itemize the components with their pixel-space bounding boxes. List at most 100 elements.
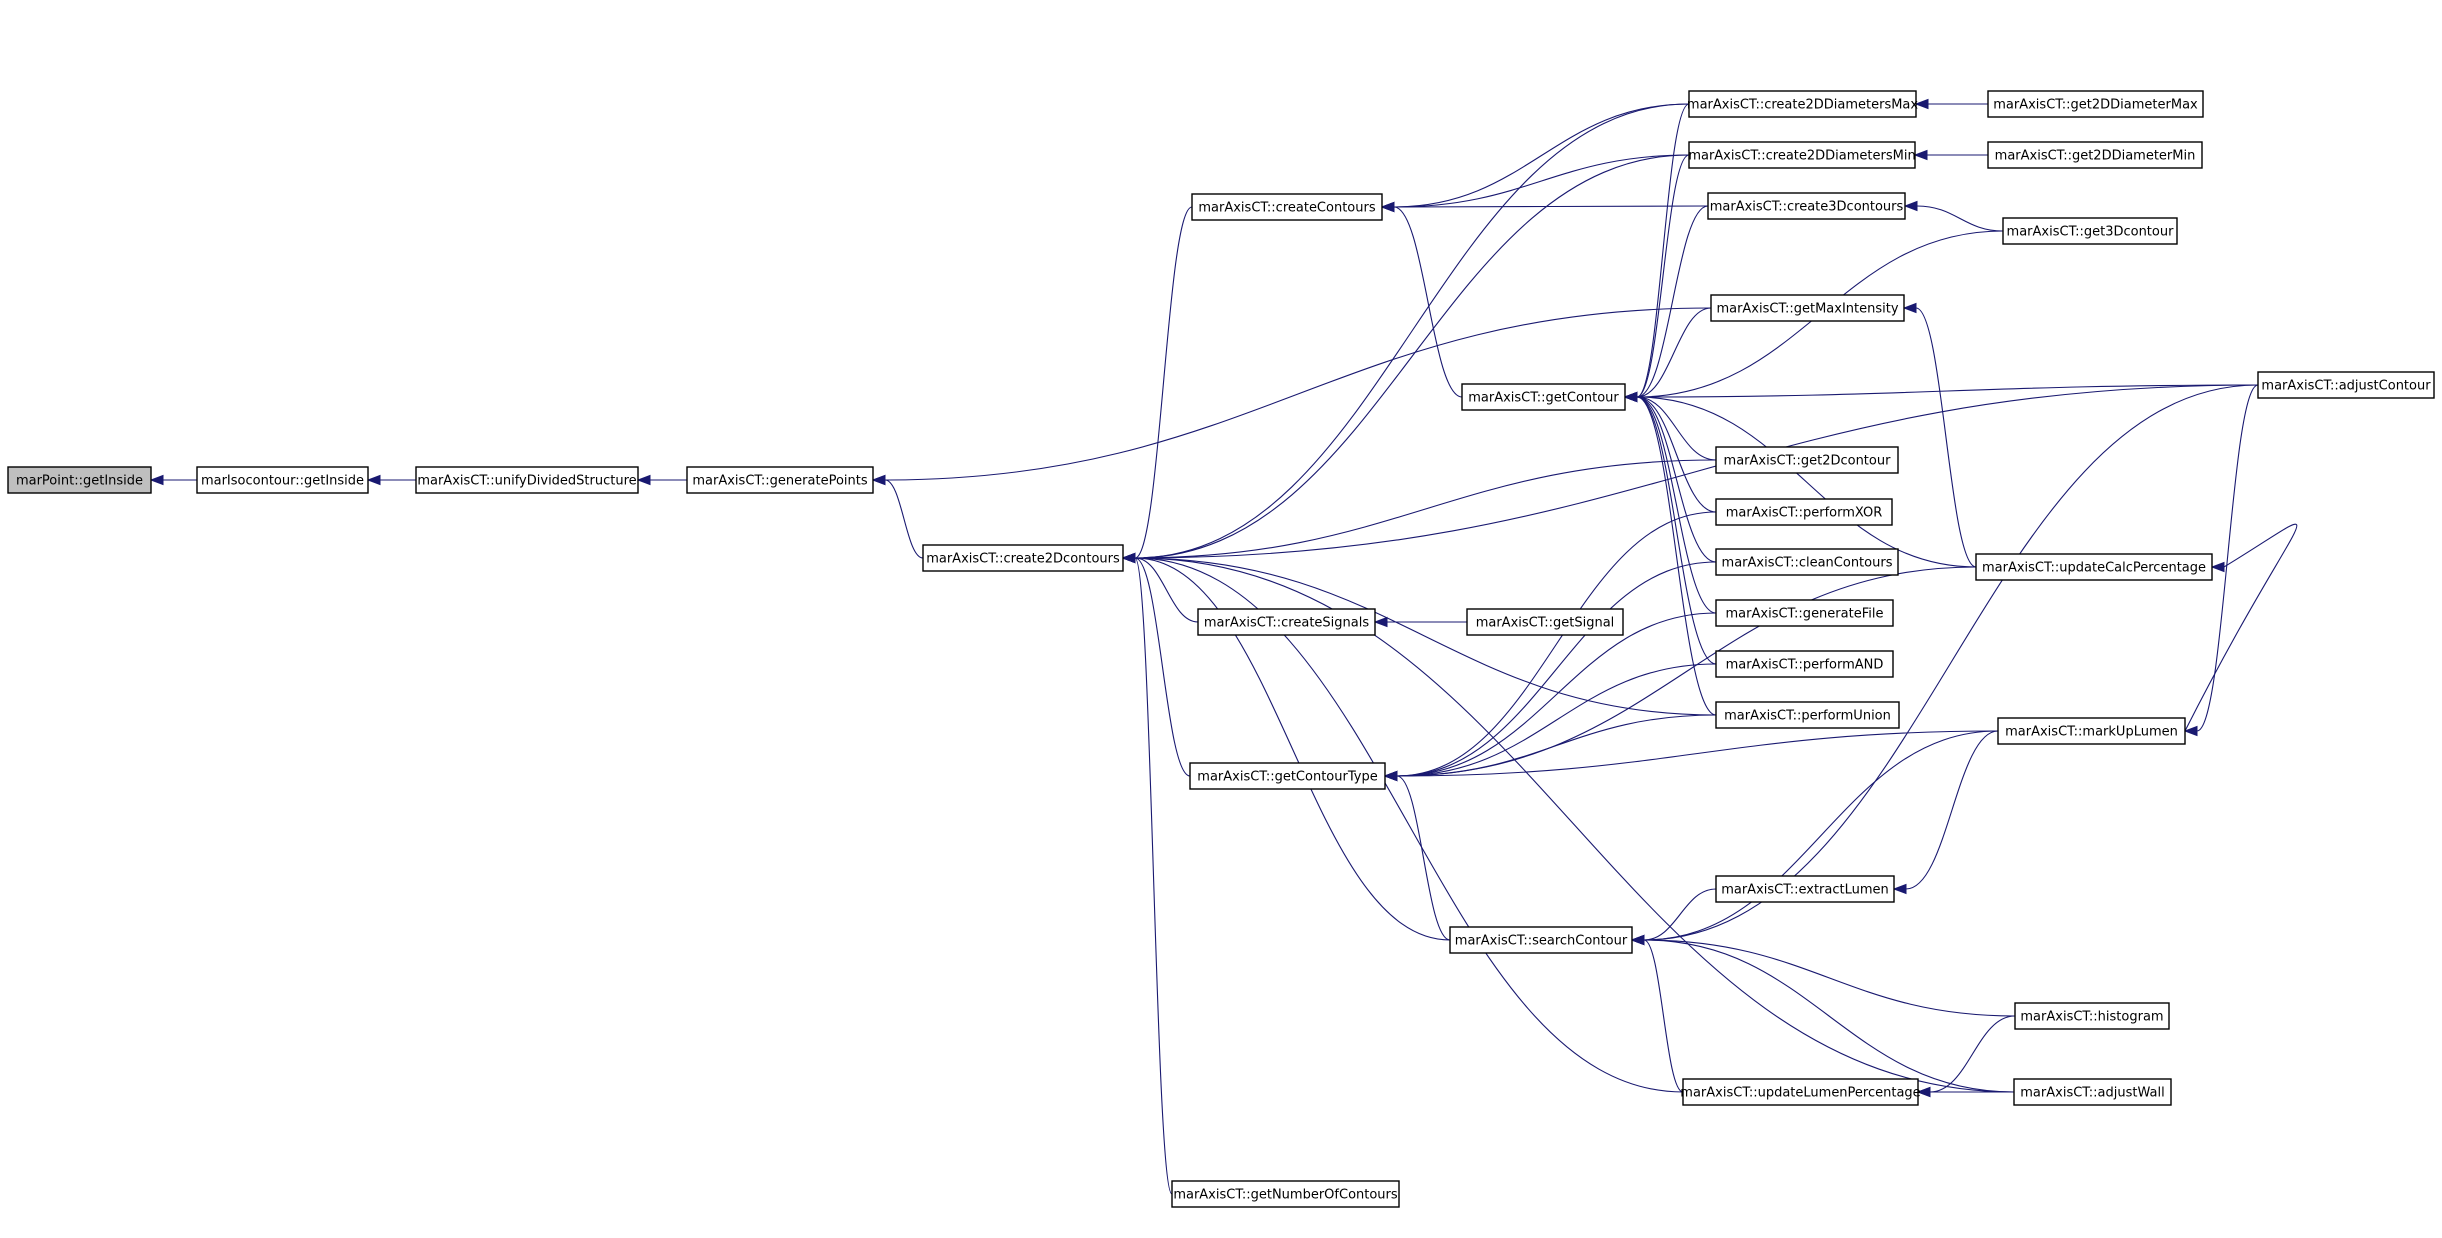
- node-maraxisct-create2dcontours[interactable]: marAxisCT::create2Dcontours: [922, 544, 1124, 572]
- edge-n17-to-n7: [1383, 612, 1717, 782]
- node-maraxisct-getmaxintensity[interactable]: marAxisCT::getMaxIntensity: [1710, 294, 1905, 322]
- node-label: marAxisCT::getContour: [1468, 391, 1619, 406]
- node-maraxisct-create3dcontours[interactable]: marAxisCT::create3Dcontours: [1707, 192, 1906, 220]
- node-maraxisct-get2ddiametermax[interactable]: marAxisCT::get2DDiameterMax: [1987, 90, 2204, 118]
- arrowhead: [1623, 391, 1638, 403]
- node-maraxisct-createsignals[interactable]: marAxisCT::createSignals: [1197, 608, 1376, 636]
- node-label: marAxisCT::createContours: [1198, 201, 1375, 216]
- edge-n4-to-n3: [871, 474, 924, 559]
- edge-n31-to-n4: [1121, 384, 2259, 564]
- edge-n5-to-n4: [1121, 206, 1193, 564]
- edge-n13-to-n5: [1380, 201, 1463, 398]
- edge-line: [1915, 307, 1977, 568]
- node-box: [1466, 608, 1624, 636]
- node-label: marAxisCT::adjustWall: [2020, 1086, 2164, 1101]
- node-label: marAxisCT::get2Dcontour: [1724, 454, 1892, 469]
- edge-line: [1134, 103, 1690, 559]
- node-maraxisct-markuplumen[interactable]: marAxisCT::markUpLumen: [1997, 717, 2186, 745]
- node-label: marIsocontour::getInside: [201, 474, 364, 489]
- arrowhead: [366, 474, 381, 486]
- edge-line: [1929, 1015, 2016, 1093]
- node-maraxisct-extractlumen[interactable]: marAxisCT::extractLumen: [1715, 875, 1895, 903]
- edge-n14-to-n13: [1623, 391, 1717, 461]
- arrowhead: [1630, 934, 1645, 946]
- node-maraxisct-updatecalcpercentage[interactable]: marAxisCT::updateCalcPercentage: [1975, 553, 2213, 581]
- edge-line: [1636, 396, 1717, 716]
- node-box: [2257, 371, 2435, 399]
- edge-n14-to-n4: [1121, 459, 1717, 564]
- arrowhead: [1373, 616, 1388, 628]
- node-box: [1189, 762, 1386, 790]
- edge-line: [1134, 459, 1717, 559]
- node-maraxisct-generatepoints[interactable]: marAxisCT::generatePoints: [686, 466, 874, 494]
- node-box: [1715, 446, 1899, 474]
- edge-n12-to-n3: [871, 307, 1712, 486]
- node-layer: marPoint::getInside marIsocontour::getIns…: [7, 90, 2435, 1208]
- node-maraxisct-get3dcontour[interactable]: marAxisCT::get3Dcontour: [2002, 217, 2178, 245]
- node-box: [1715, 875, 1895, 903]
- edge-n24-to-n9: [1914, 98, 1988, 110]
- node-box: [922, 544, 1124, 572]
- edge-line: [1643, 384, 2259, 941]
- edge-line: [1134, 557, 1717, 716]
- edge-line: [1636, 396, 1717, 614]
- node-maraxisct-performxor[interactable]: marAxisCT::performXOR: [1715, 498, 1893, 526]
- edge-line: [1636, 396, 1717, 563]
- node-box: [2014, 1002, 2170, 1030]
- node-maraxisct-searchcontour[interactable]: marAxisCT::searchContour: [1449, 926, 1633, 954]
- edge-line: [1643, 939, 2015, 1093]
- node-label: marAxisCT::create2Dcontours: [926, 552, 1120, 567]
- node-maraxisct-adjustcontour[interactable]: marAxisCT::adjustContour: [2257, 371, 2435, 399]
- node-marisocontour-getinside[interactable]: marIsocontour::getInside: [196, 466, 369, 494]
- node-label: marAxisCT::extractLumen: [1721, 883, 1889, 898]
- edge-line: [1134, 557, 1684, 1093]
- node-maraxisct-adjustwall[interactable]: marAxisCT::adjustWall: [2013, 1078, 2172, 1106]
- node-maraxisct-get2dcontour[interactable]: marAxisCT::get2Dcontour: [1715, 446, 1899, 474]
- edge-line: [1636, 396, 1717, 665]
- edge-n28-to-n27: [2184, 523, 2298, 732]
- node-box: [1715, 498, 1893, 526]
- node-maraxisct-unifydividedstructure[interactable]: marAxisCT::unifyDividedStructure: [415, 466, 639, 494]
- node-maraxisct-getnumberofcontours[interactable]: marAxisCT::getNumberOfContours: [1171, 1180, 1400, 1208]
- edge-line: [1393, 103, 1690, 208]
- arrowhead: [636, 474, 651, 486]
- edge-line: [1636, 396, 1977, 568]
- node-label: marAxisCT::histogram: [2020, 1010, 2163, 1025]
- node-maraxisct-getcontourtype[interactable]: marAxisCT::getContourType: [1189, 762, 1386, 790]
- edge-line: [1636, 396, 1717, 461]
- node-label: marAxisCT::getMaxIntensity: [1716, 302, 1898, 317]
- edge-n10-to-n13: [1623, 154, 1690, 403]
- node-maraxisct-updatelumenpercentage[interactable]: marAxisCT::updateLumenPercentage: [1680, 1078, 1921, 1106]
- node-box: [7, 466, 152, 494]
- node-maraxisct-create2ddiametersmin[interactable]: marAxisCT::create2DDiametersMin: [1688, 141, 1916, 169]
- node-maraxisct-createcontours[interactable]: marAxisCT::createContours: [1191, 193, 1383, 221]
- edge-line: [1396, 730, 1999, 777]
- edge-n22-to-n21: [1630, 888, 1717, 946]
- edge-line: [1393, 206, 1463, 398]
- arrowhead: [149, 474, 164, 486]
- edge-line: [1916, 205, 2004, 232]
- node-maraxisct-cleancontours[interactable]: marAxisCT::cleanContours: [1715, 548, 1899, 576]
- node-maraxisct-histogram[interactable]: marAxisCT::histogram: [2014, 1002, 2170, 1030]
- edge-n20-to-n6: [1373, 616, 1467, 628]
- node-label: marAxisCT::performUnion: [1724, 709, 1891, 724]
- node-maraxisct-generatefile[interactable]: marAxisCT::generateFile: [1715, 599, 1894, 627]
- edge-n28-to-n22: [1892, 730, 1999, 895]
- node-label: marAxisCT::searchContour: [1455, 934, 1628, 949]
- node-marpoint-getinside[interactable]: marPoint::getInside: [7, 466, 152, 494]
- arrowhead: [2183, 725, 2198, 737]
- arrowhead: [1903, 200, 1918, 212]
- node-maraxisct-create2ddiametersmax[interactable]: marAxisCT::create2DDiametersMax: [1687, 90, 1918, 118]
- edge-line: [1643, 730, 1999, 941]
- edge-line: [1134, 557, 2015, 1093]
- edge-n27-to-n12: [1902, 302, 1977, 568]
- node-maraxisct-performand[interactable]: marAxisCT::performAND: [1715, 650, 1894, 678]
- node-maraxisct-performunion[interactable]: marAxisCT::performUnion: [1715, 701, 1900, 729]
- node-box: [1715, 650, 1894, 678]
- node-maraxisct-getcontour[interactable]: marAxisCT::getContour: [1461, 383, 1626, 411]
- arrowhead: [871, 474, 886, 486]
- edge-line: [2196, 384, 2259, 732]
- node-maraxisct-get2ddiametermin[interactable]: marAxisCT::get2DDiameterMin: [1987, 141, 2203, 169]
- node-maraxisct-getsignal[interactable]: marAxisCT::getSignal: [1466, 608, 1624, 636]
